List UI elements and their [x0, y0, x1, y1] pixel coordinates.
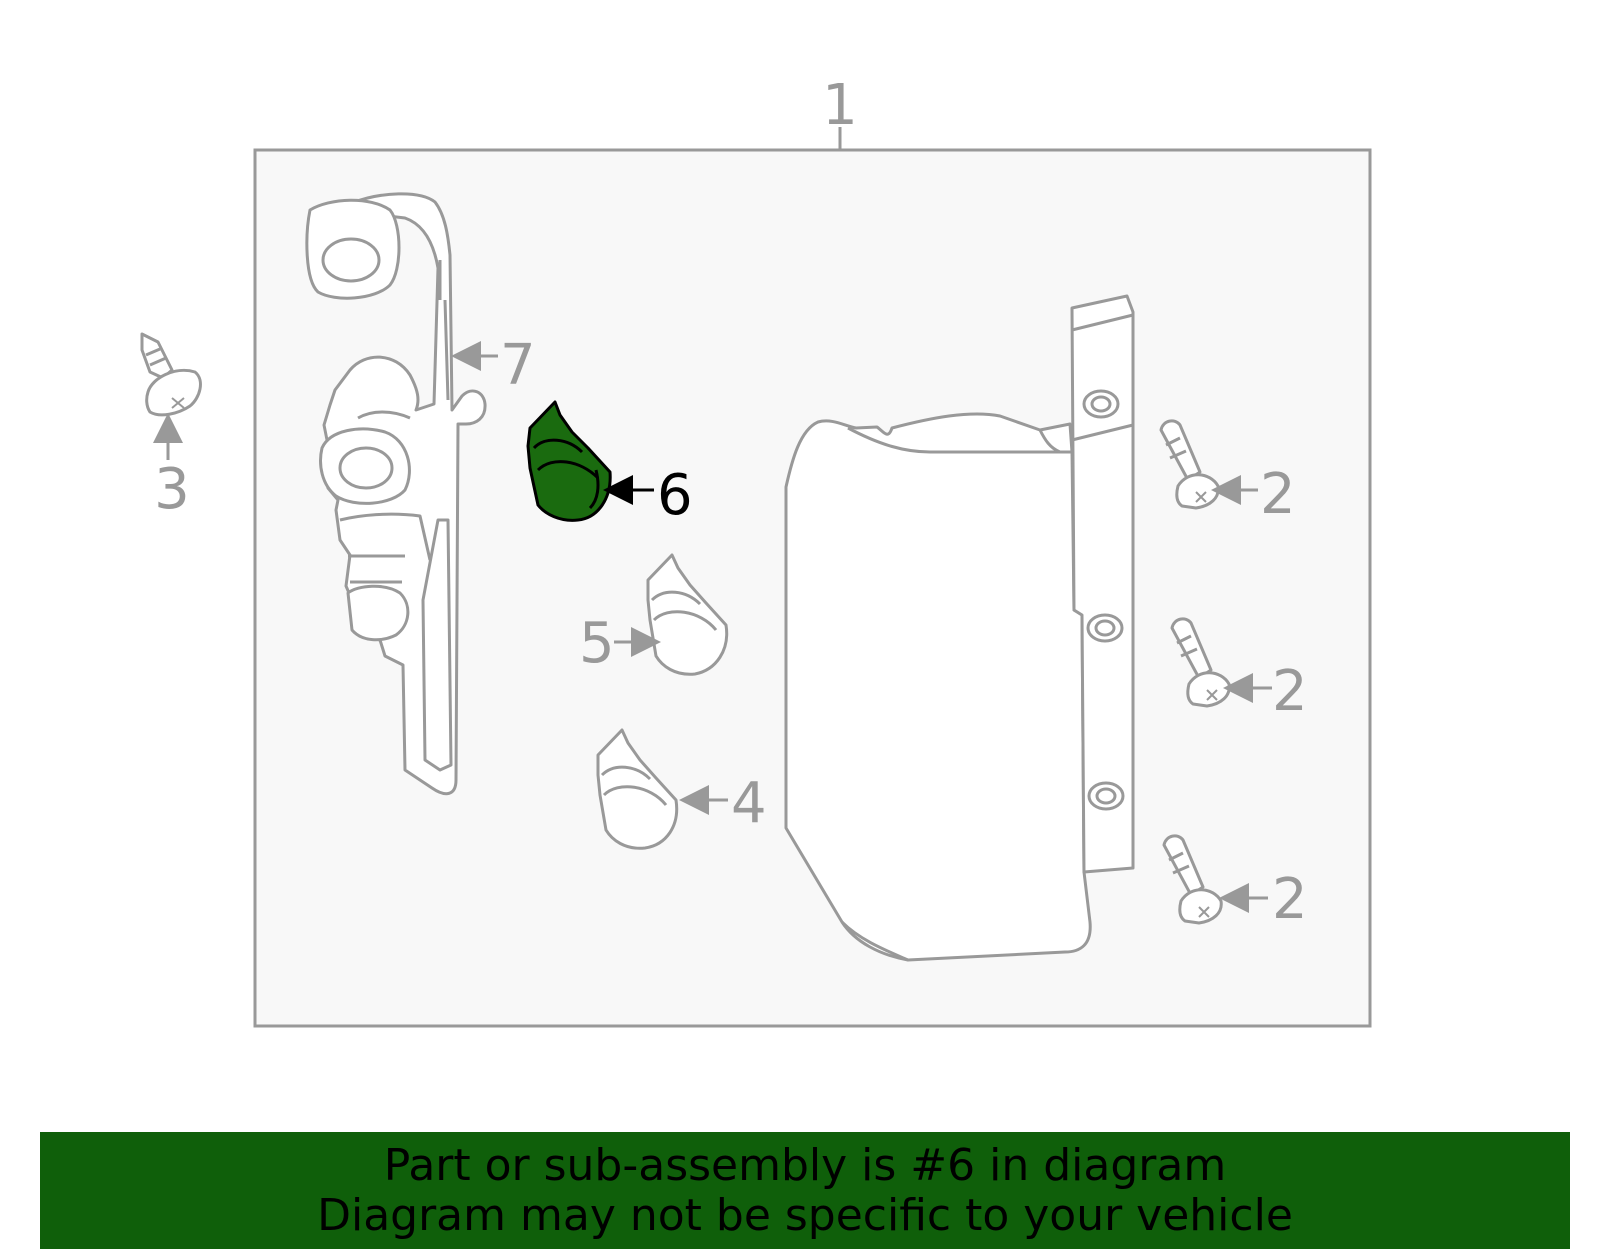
callout-5: 5 — [579, 611, 615, 676]
banner-line-2: Diagram may not be specific to your vehi… — [317, 1189, 1293, 1241]
part-3-screw — [140, 332, 202, 417]
banner-line-1: Part or sub-assembly is #6 in diagram — [383, 1139, 1227, 1191]
callout-3: 3 — [154, 457, 190, 522]
callout-1: 1 — [822, 73, 858, 138]
callout-4: 4 — [731, 771, 767, 836]
lamp-housing — [784, 294, 1135, 962]
info-banner: Part or sub-assembly is #6 in diagram Di… — [40, 1132, 1570, 1249]
callout-2b: 2 — [1272, 659, 1308, 724]
part-2-screw-bottom — [1162, 834, 1223, 925]
part-5-bulb — [646, 553, 729, 676]
callout-2c: 2 — [1272, 867, 1308, 932]
callout-7: 7 — [500, 333, 536, 398]
callout-2a: 2 — [1260, 462, 1296, 527]
part-2-screw-middle — [1170, 617, 1231, 708]
part-6-bulb — [526, 400, 612, 522]
part-2-screw-top — [1159, 419, 1220, 510]
part-4-bulb — [596, 728, 679, 850]
callout-6: 6 — [657, 463, 693, 528]
part-7-harness — [305, 192, 487, 796]
